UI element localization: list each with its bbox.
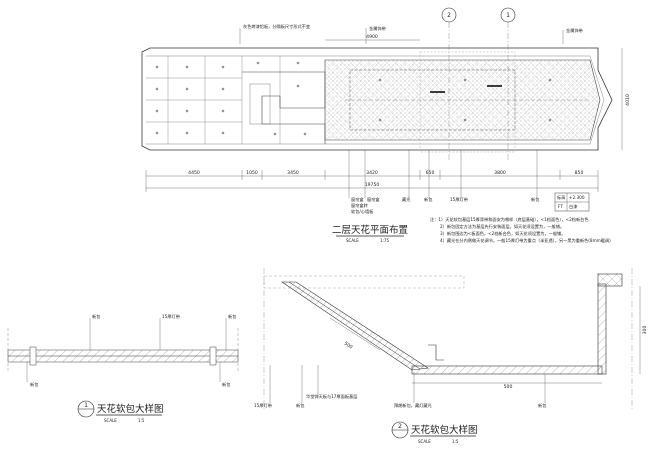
svg-text:SCALE: SCALE bbox=[104, 418, 117, 423]
svg-text:白漆: 白漆 bbox=[569, 203, 577, 210]
plan-callout-soft-pack: 新包 bbox=[424, 196, 433, 203]
plan-dim-4: 3420 bbox=[366, 170, 378, 176]
plan-scale-prefix: SCALE bbox=[346, 238, 359, 243]
plan-note-4: 4）藏光在分内侧做天花调节，一般15厚灯带为重点（半亚透），另一黑为重新色(8m… bbox=[440, 237, 611, 244]
plan-outline bbox=[141, 47, 613, 151]
light-fixtures bbox=[155, 61, 552, 136]
plan-callout-curtain-lower: 窗帘盒转 bbox=[351, 202, 368, 209]
plan-note-1: 注：1）天花软包基层15厚背带和面安为哪样（底层基础），<1档面色），<2档新台… bbox=[430, 216, 589, 223]
plan-note-2: 2）新包固定方法为基层先行安装面层，如天花须设置为，一般铺。 bbox=[440, 223, 564, 230]
d1-title: 天花软包大样图 bbox=[97, 403, 164, 415]
plan-scale: 1:75 bbox=[380, 238, 389, 243]
plan-title: 二层天花平面布置 bbox=[332, 224, 408, 236]
plan-note-3: 3）新包围边为<板面色，<2档新台色，如天花须设置为，一般铺。 bbox=[440, 230, 565, 237]
plan-note-metal-strip-1: 金属饰带 bbox=[369, 25, 386, 32]
svg-text:FT: FT bbox=[558, 204, 563, 209]
elevation-tag: 标高 +2.300 FT 白漆 bbox=[554, 192, 590, 212]
plan-note-metal-strip-2: 金属饰带 bbox=[566, 27, 583, 34]
plan-note-aluminum: 灰色烤漆铝板，分隔板尺寸形式不变 bbox=[243, 23, 310, 30]
grid-mark-2: 2 bbox=[441, 7, 457, 160]
svg-text:1:5: 1:5 bbox=[452, 439, 459, 444]
plan-dim-1: 4450 bbox=[188, 170, 200, 176]
svg-text:2: 2 bbox=[398, 423, 402, 430]
d1-label-soft-pack-3: 新包 bbox=[30, 381, 39, 388]
svg-text:1: 1 bbox=[84, 402, 88, 409]
svg-text:1:5: 1:5 bbox=[138, 418, 145, 423]
d2-title: 天花软包大样图 bbox=[411, 424, 478, 436]
plan-total-dim: 19750 bbox=[365, 182, 380, 188]
svg-text:标高: 标高 bbox=[557, 194, 565, 201]
plan-callout-curtain-1: 窗帘盒 bbox=[351, 196, 364, 203]
d1-label-soft-pack-4: 新包 bbox=[222, 381, 231, 388]
d2-dim-slope: 500 bbox=[343, 341, 354, 351]
svg-text:+2.300: +2.300 bbox=[569, 195, 585, 200]
d2-label-light-strip: 15厚灯带 bbox=[254, 402, 272, 409]
plan-dim-2: 1050 bbox=[246, 170, 258, 176]
detail-2: 500 500 300 15厚灯带 华堂饰天板与17厚面板基层 新包 拜朗新包，… bbox=[254, 268, 648, 444]
plan-callout-panel-lower: 软包/心墙板 bbox=[351, 208, 374, 215]
ceiling-plan: 2 1 灰色烤漆铝板，分隔板尺寸形式不变 金属饰带 金属饰带 4900 4010 bbox=[141, 7, 631, 244]
plan-dim-7: 850 bbox=[575, 170, 584, 176]
plan-dim-5: 650 bbox=[426, 170, 435, 176]
svg-text:2: 2 bbox=[447, 12, 451, 19]
plan-dim-chain bbox=[145, 170, 599, 192]
plan-dim-3: 3450 bbox=[287, 170, 299, 176]
detail-1: 新包 15厚灯带 新包 新包 新包 1 天花软包大样图 SCALE 1:5 bbox=[7, 313, 239, 423]
d2-label-soft-pack-1: 新包 bbox=[296, 402, 305, 409]
d2-dim-vertical: 300 bbox=[642, 326, 648, 335]
plan-callout-hidden-light: 藏光 bbox=[402, 196, 410, 203]
plan-callout-light-strip: 15厚灯带 bbox=[450, 196, 468, 203]
panel-grid bbox=[146, 56, 281, 144]
svg-text:SCALE: SCALE bbox=[418, 439, 431, 444]
plan-side-dim: 4010 bbox=[625, 94, 631, 106]
grid-mark-1: 1 bbox=[500, 7, 516, 160]
d1-label-light-strip: 15厚灯带 bbox=[162, 313, 180, 320]
d1-label-soft-pack-2: 新包 bbox=[228, 313, 237, 320]
d1-label-soft-pack-1: 新包 bbox=[92, 313, 101, 320]
plan-dim-6: 3800 bbox=[494, 170, 506, 176]
d2-label-soft-pack-2: 新包 bbox=[538, 402, 547, 409]
plan-top-dim: 4900 bbox=[366, 34, 378, 40]
d2-label-board: 华堂饰天板与17厚面板基层 bbox=[306, 393, 357, 400]
d2-dim-bottom: 500 bbox=[504, 384, 513, 390]
d2-label-hidden-light: 拜朗新包，藏灯藏光 bbox=[394, 402, 432, 409]
svg-text:1: 1 bbox=[506, 12, 510, 19]
plan-callout-soft-pack-2: 新包 bbox=[531, 196, 540, 203]
plan-callout-curtain-2: 窗帘盒 bbox=[367, 196, 380, 203]
